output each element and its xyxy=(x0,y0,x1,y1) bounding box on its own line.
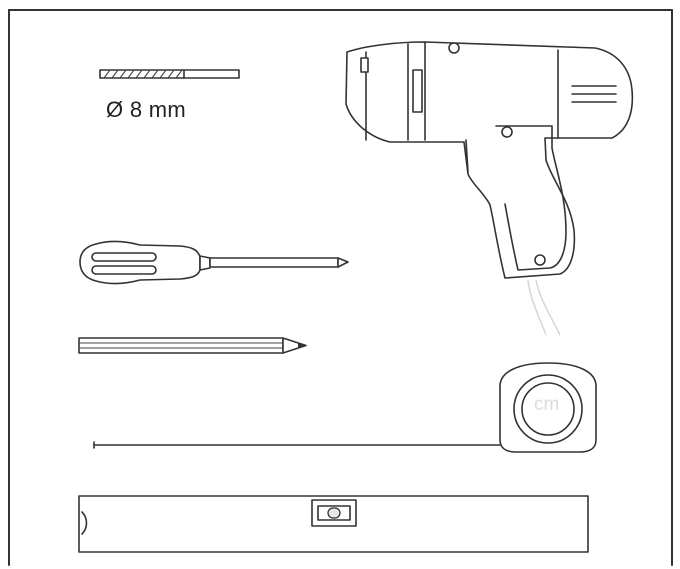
spirit-level-icon xyxy=(78,495,589,553)
screwdriver-icon xyxy=(79,240,349,285)
tape-measure-unit-label: cm xyxy=(534,394,560,415)
pencil-icon xyxy=(78,337,307,354)
tape-measure-icon xyxy=(93,362,597,453)
drill-bit-diameter-label: Ø 8 mm xyxy=(106,97,187,122)
frame xyxy=(8,9,673,566)
drill-bit-icon xyxy=(99,69,240,79)
power-drill-icon xyxy=(345,41,634,336)
